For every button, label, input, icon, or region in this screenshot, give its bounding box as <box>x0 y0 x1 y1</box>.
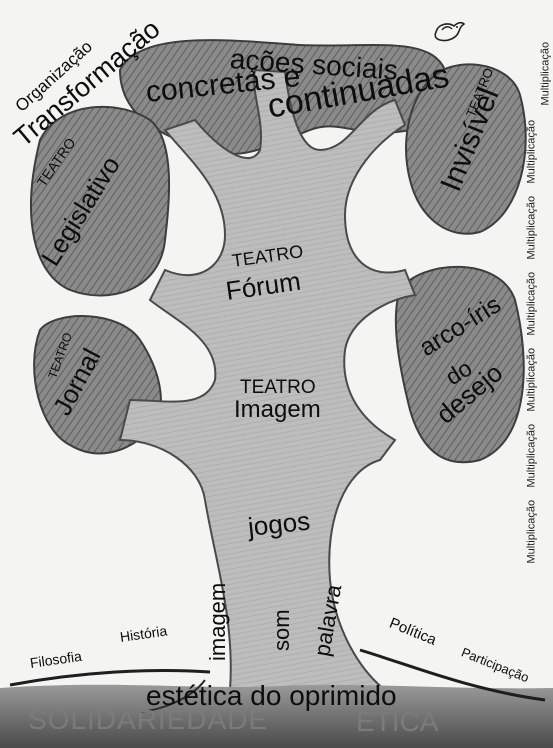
label-multiplicacao: Multiplicação <box>527 500 538 564</box>
label-teatro-imagem: Imagem <box>234 398 321 422</box>
label-multiplicacao: Multiplicação <box>541 42 552 106</box>
label-multiplicacao: Multiplicação <box>527 348 538 412</box>
bird-icon <box>430 18 466 46</box>
label-multiplicacao: Multiplicação <box>527 196 538 260</box>
label-teatro-imagem-top: TEATRO <box>240 378 316 397</box>
label-multiplicacao: Multiplicação <box>527 272 538 336</box>
label-etica: ÉTICA <box>356 708 438 736</box>
label-multiplicacao: Multiplicação <box>527 120 538 184</box>
label-imagem: imagem <box>207 583 229 661</box>
label-multiplicacao: Multiplicação <box>527 424 538 488</box>
label-jogos: jogos <box>247 508 312 540</box>
label-som: som <box>271 609 293 651</box>
label-solidariedade: SOLIDARIEDADE <box>28 706 268 734</box>
